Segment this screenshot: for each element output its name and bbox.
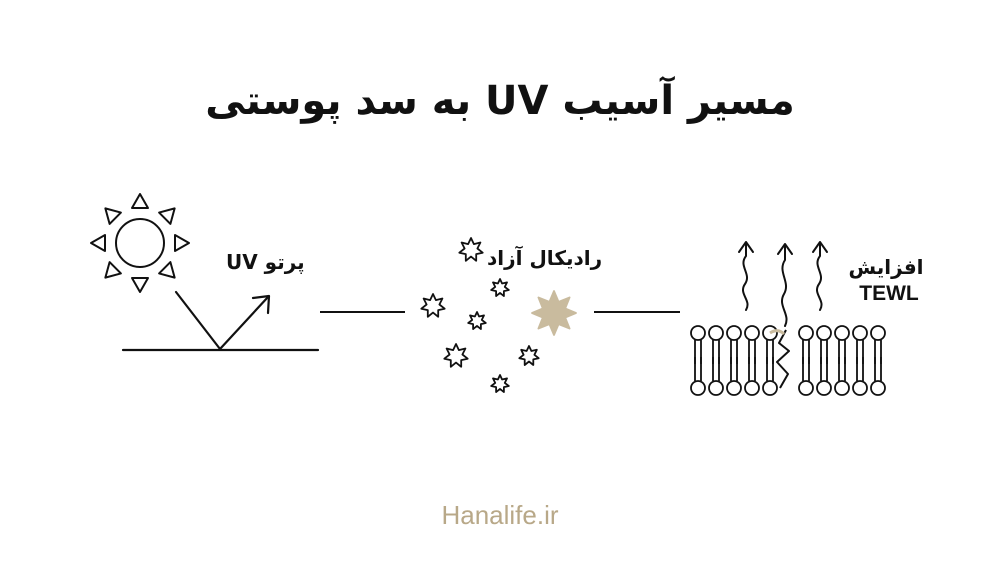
lipid-head [798, 380, 814, 396]
free-radical-label: رادیکال آزاد [487, 246, 603, 270]
lipid-head [870, 325, 886, 341]
free-radical-small [518, 345, 540, 366]
sun-ray [174, 234, 190, 252]
lipid-head [834, 380, 850, 396]
lipid-head [762, 380, 778, 396]
sun-ray [104, 207, 122, 225]
lipid-head [726, 325, 742, 341]
diagram-title: مسیر آسیب UV به سد پوستی [205, 78, 795, 124]
lipid-head [744, 380, 760, 396]
lipid-head [726, 380, 742, 396]
free-radical-small [458, 237, 484, 262]
footer-website: Hanalife.ir [441, 500, 559, 530]
free-radical-small [467, 311, 487, 331]
lipid-head [690, 380, 706, 396]
lipid-head [834, 325, 850, 341]
free-radical-small [490, 278, 510, 298]
lipid-head [744, 325, 760, 341]
free-radical-small [490, 374, 510, 394]
sun-ray [158, 261, 176, 279]
free-radical-small [420, 293, 446, 318]
reflection-arrow-icon [121, 290, 320, 352]
tewl-label-line1: افزایش [848, 255, 924, 279]
lipid-bilayer-icon [690, 325, 886, 396]
free-radical-small [443, 343, 469, 368]
lipid-head [798, 325, 814, 341]
sun-ray [158, 207, 176, 225]
sun-ray [104, 261, 122, 279]
sun-ray [131, 277, 149, 293]
barrier-crack-shade [769, 329, 786, 336]
lipid-head [852, 325, 868, 341]
water-loss-arrows-icon [738, 241, 828, 327]
free-radical-large [531, 290, 577, 336]
lipid-head [708, 380, 724, 396]
lipid-head [816, 380, 832, 396]
lipid-head [852, 380, 868, 396]
sun-ray [131, 193, 149, 209]
barrier-crack-icon [776, 329, 790, 389]
lipid-head [708, 325, 724, 341]
tewl-label-line2: TEWL [859, 282, 919, 305]
lipid-head [690, 325, 706, 341]
sun-ray [90, 234, 106, 252]
free-radical-stars-icon [420, 237, 577, 394]
sun-icon [90, 193, 190, 293]
uv-ray-label: پرتو UV [226, 250, 305, 274]
lipid-head [870, 380, 886, 396]
lipid-head [816, 325, 832, 341]
